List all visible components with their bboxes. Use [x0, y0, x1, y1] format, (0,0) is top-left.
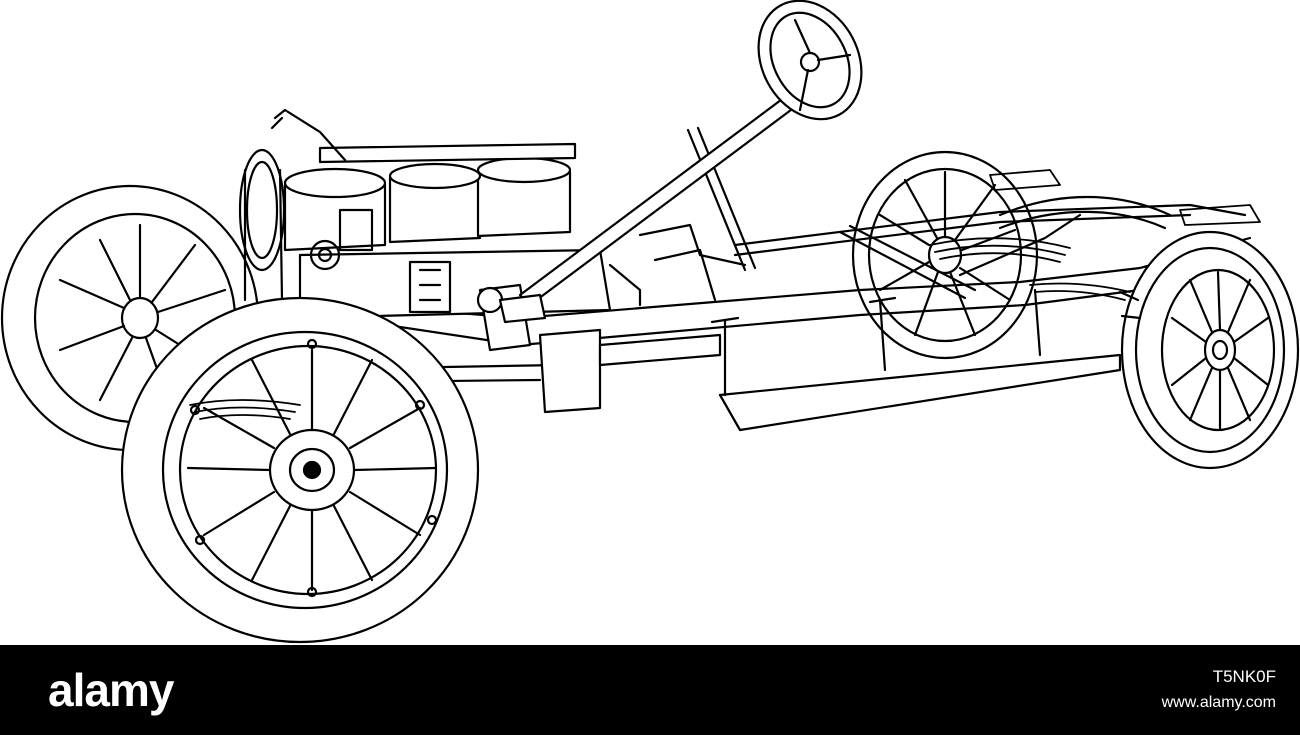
- engine-block: [270, 108, 612, 320]
- steering-column: [498, 80, 817, 324]
- car-chassis-illustration: [0, 0, 1300, 645]
- gearbox: [476, 283, 722, 414]
- rear-wheel-far: [851, 150, 1039, 360]
- front-leaf-spring: [189, 399, 301, 420]
- alamy-logo: alamy: [48, 664, 174, 716]
- rear-wheel-near: [1118, 230, 1300, 470]
- fan-assembly: [238, 148, 452, 314]
- steering-wheel: [757, 0, 863, 121]
- running-board: [710, 288, 1122, 432]
- control-levers: [608, 126, 757, 307]
- rear-leaf-spring: [929, 169, 1261, 301]
- front-wheel-near: [120, 296, 480, 644]
- site-url-label: www.alamy.com: [1161, 694, 1276, 711]
- image-id-label: T5NK0F: [1212, 667, 1276, 686]
- watermark-footer: alamy T5NK0F www.alamy.com: [0, 645, 1300, 735]
